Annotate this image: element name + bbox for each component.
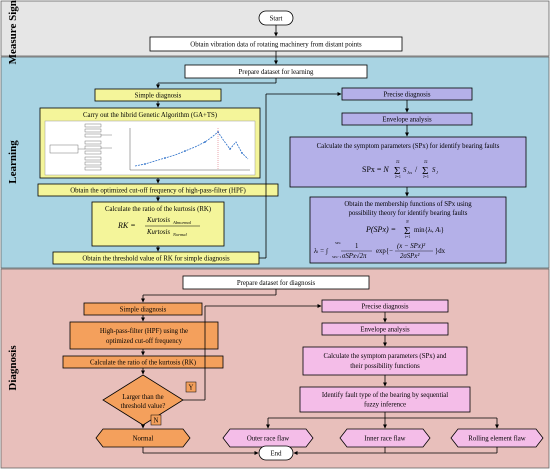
svg-text:S: S <box>432 167 436 174</box>
symptom-diag-box <box>302 346 468 376</box>
end-node <box>258 445 294 461</box>
svg-text:Kurtosis: Kurtosis <box>146 229 170 236</box>
section-label-diagnosis: Diagnosis <box>7 345 19 391</box>
ga-figure <box>44 120 256 176</box>
symptom-diag-label-line2: their possibility functions <box>350 363 420 370</box>
yes-label: Y <box>189 385 194 392</box>
svg-text:Abnormal: Abnormal <box>172 220 192 225</box>
possibility-formula: P(SPx) = Σ N i=1 min{λi, Ai} <box>365 219 444 239</box>
simple-diagnosis-learn-label: Simple diagnosis <box>135 93 182 100</box>
yes-badge <box>185 381 197 393</box>
svg-text:S: S <box>403 167 407 174</box>
svg-text:N: N <box>405 219 409 224</box>
svg-text:SPx = N: SPx = N <box>362 165 389 174</box>
svg-text:SPx: SPx <box>335 241 341 245</box>
section-label-learning: Learning <box>7 140 19 184</box>
hybrid-ga-label: Carry out the hibrid Genetic Algorithm (… <box>83 112 217 119</box>
section-label-measure: Measure Signal <box>7 0 19 64</box>
svg-text:min{λi, Ai}: min{λi, Ai} <box>414 227 444 234</box>
svg-text:RK =: RK = <box>117 221 136 230</box>
calc-kurtosis-diag-label: Calculate the ratio of the kurtosis (RK) <box>90 360 196 367</box>
svg-text:J: J <box>436 170 438 175</box>
rolling-element-outcome <box>450 428 544 448</box>
spx-formula: SPx = N Σ J2 J=1 S Jcs / Σ J2 J=1 S J <box>362 159 438 179</box>
symptom-diag-label-line1: Calculate the symptom parameters (SPx) a… <box>324 353 447 360</box>
svg-text:i=1: i=1 <box>405 234 410 239</box>
inner-race-outcome <box>339 428 431 448</box>
svg-text:P(SPx) =: P(SPx) = <box>365 225 396 234</box>
svg-text:/: / <box>415 165 418 174</box>
svg-text:J=1: J=1 <box>395 174 401 179</box>
ga-chart-thumbnail <box>129 128 250 171</box>
calc-symptom-learn-box <box>289 136 527 188</box>
prepare-diagnosis-label: Prepare dataset for diagnosis <box>237 280 316 287</box>
svg-text:J=1: J=1 <box>423 174 429 179</box>
svg-text:exp{−: exp{− <box>376 248 393 255</box>
svg-text:σSPx√2π: σSPx√2π <box>342 252 367 260</box>
start-label: Start <box>270 16 283 23</box>
rk-formula: RK = Kurtosis Abnormal Kurtosis Normal <box>117 217 200 237</box>
calc-symptom-learn-label: Calculate the symptom parameters (SPx) f… <box>317 143 500 150</box>
hpf-label-line2: optimized cut-off frequency <box>106 338 183 345</box>
svg-text:1: 1 <box>355 243 358 250</box>
svg-text:Σ: Σ <box>394 165 400 177</box>
svg-text:SPx−1: SPx−1 <box>332 255 342 259</box>
svg-text:Normal: Normal <box>172 232 188 237</box>
envelope-learn-label: Envelope analysis <box>382 117 432 124</box>
decision-label-line2: threshold value? <box>121 403 166 410</box>
svg-text:Jcs: Jcs <box>407 170 413 175</box>
svg-text:J2: J2 <box>424 159 428 164</box>
svg-text:Kurtosis: Kurtosis <box>146 217 170 224</box>
svg-text:λi = ∫: λi = ∫ <box>313 248 329 255</box>
outer-race-outcome <box>222 428 314 448</box>
identify-fault-label-line1: Identify fault type of the bearing by se… <box>322 392 448 399</box>
simple-diagnosis-label: Simple diagnosis <box>120 307 167 314</box>
calc-kurtosis-learn-box <box>91 201 225 247</box>
membership-label-line1: Obtain the membership functions of SPx u… <box>344 201 472 208</box>
obtain-vibration-label: Obtain vibration data of rotating machin… <box>190 42 362 49</box>
no-badge <box>150 414 162 426</box>
rolling-element-label: Rolling element flaw <box>468 436 525 443</box>
identify-fault-label-line2: fuzzy inference <box>364 402 406 409</box>
prepare-learning-label: Prepare dataset for learning <box>239 69 315 76</box>
decision-label-line1: Larger than the <box>122 394 163 401</box>
no-label: N <box>154 418 159 425</box>
calc-kurtosis-learn-label: Calculate the ratio of the kurtosis (RK) <box>105 206 211 213</box>
precise-diagnosis-label: Precise diagnosis <box>361 304 408 311</box>
normal-label: Normal <box>133 436 154 443</box>
end-label: End <box>271 451 283 458</box>
normal-outcome <box>95 428 191 448</box>
inner-race-label: Inner race flaw <box>364 436 405 443</box>
obtain-hpf-label: Obtain the optimized cut-off frequency o… <box>70 188 246 195</box>
svg-text:Σ: Σ <box>422 165 428 177</box>
precise-diagnosis-learn-label: Precise diagnosis <box>383 92 430 99</box>
outer-race-label: Outer race flaw <box>247 436 289 443</box>
hpf-box <box>69 321 219 350</box>
membership-label-line2: possibility theory for identify bearing … <box>349 210 468 217</box>
envelope-diag-label: Envelope analysis <box>360 327 410 334</box>
ga-flow-thumbnail <box>49 123 112 171</box>
membership-box <box>309 196 507 264</box>
svg-text:Σ: Σ <box>404 225 410 237</box>
svg-text:2σSPx²: 2σSPx² <box>400 253 420 260</box>
svg-text:}dx: }dx <box>435 248 446 255</box>
svg-text:(x − SPx)²: (x − SPx)² <box>397 243 426 250</box>
svg-text:J2: J2 <box>396 159 400 164</box>
lambda-formula: λi = ∫ SPx SPx−1 1 σSPx√2π exp{− (x − SP… <box>313 241 446 260</box>
obtain-threshold-label: Obtain the threshold value of RK for sim… <box>82 256 230 263</box>
hpf-label-line1: High-pass-filter (HPF) using the <box>100 328 188 335</box>
